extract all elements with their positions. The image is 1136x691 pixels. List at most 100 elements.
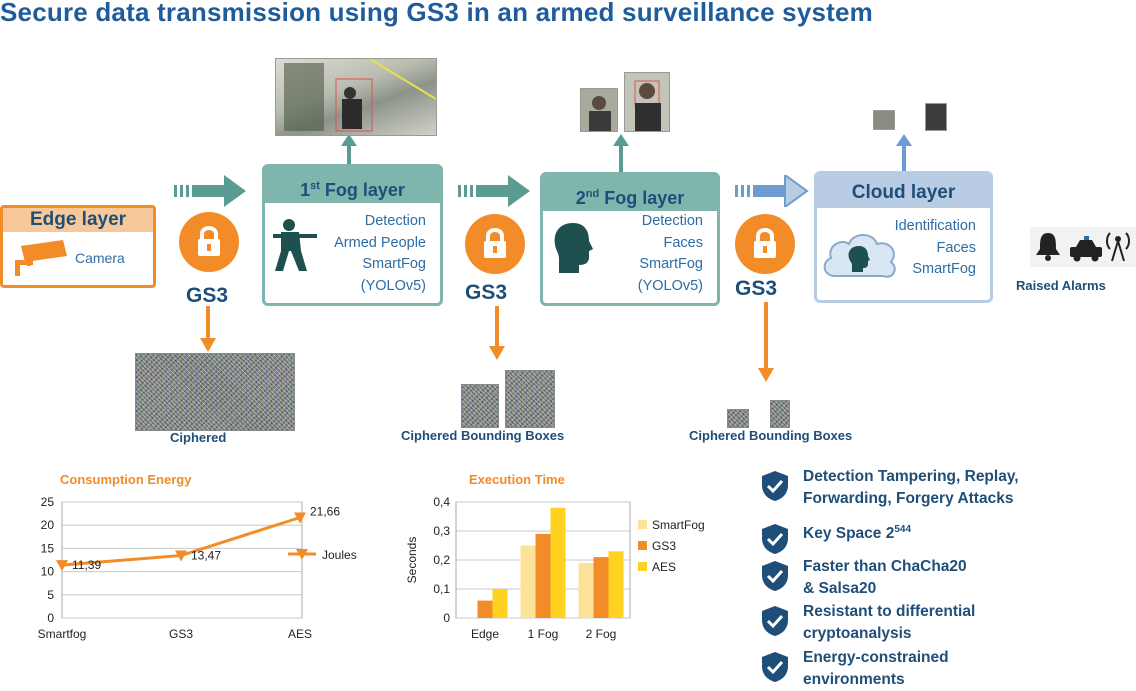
arrow-down-3 (758, 302, 774, 382)
gs3-label-2: GS3 (465, 281, 508, 304)
y-tick-label: 0,3 (433, 524, 450, 538)
edge-layer-box: Edge layer Camera (0, 205, 156, 288)
ciphered-boxes-caption-2: Ciphered Bounding Boxes (689, 428, 853, 443)
x-tick-label: Edge (471, 627, 499, 641)
x-tick-label: 1 Fog (528, 627, 559, 641)
feature-text: Faster than ChaCha20 & Salsa20 (803, 556, 967, 600)
y-tick-label: 15 (41, 541, 55, 555)
face-crop-photo-2 (624, 72, 670, 132)
ciphered-box-4 (770, 400, 790, 428)
arrow-up-cloud (896, 134, 912, 171)
plot-area (61, 501, 303, 619)
arrow-down-2 (489, 306, 505, 360)
bar (550, 507, 566, 618)
feature-line: Forwarding, Forgery Attacks (803, 490, 1014, 507)
feature-line: environments (803, 671, 905, 688)
y-tick-label: 0,4 (433, 495, 450, 509)
shield-check-icon (762, 561, 788, 591)
feature-text: Key Space 2544 (803, 519, 911, 545)
data-label: 13,47 (191, 548, 221, 562)
feature-line: cryptoanalysis (803, 625, 912, 642)
data-point (175, 550, 187, 562)
bar (492, 589, 508, 618)
bar (608, 551, 624, 618)
legend-swatch (638, 520, 647, 529)
x-tick-label: GS3 (169, 627, 193, 641)
shield-check-icon (762, 471, 788, 501)
y-tick-label: 20 (41, 518, 55, 532)
ciphered-box-3 (727, 409, 749, 428)
face-crop-photo-3 (873, 110, 895, 130)
feature-exponent: 544 (894, 524, 912, 535)
lock-icon (465, 214, 525, 274)
arrow-fog2-to-cloud (735, 175, 809, 207)
arrow-down-1 (200, 306, 216, 352)
feature-line: Resistant to differential (803, 603, 976, 620)
y-tick-label: 25 (41, 495, 55, 509)
lock-icon (735, 214, 795, 274)
feature-line: Detection Tampering, Replay, (803, 468, 1019, 485)
feature-line: Energy-constrained (803, 649, 949, 666)
arrow-fog1-to-fog2 (458, 175, 530, 207)
face-crop-photo-1 (580, 88, 618, 132)
camera-label: Camera (75, 250, 125, 266)
data-label: 21,66 (310, 504, 340, 518)
feature-line: Faster than ChaCha20 (803, 558, 967, 575)
feature-text: Detection Tampering, Replay, Forwarding, … (803, 466, 1019, 510)
surveillance-frame-photo (275, 58, 437, 136)
arrow-edge-to-fog1 (174, 175, 246, 207)
y-tick-label: 0,2 (433, 553, 450, 567)
y-tick-label: 0 (47, 611, 54, 625)
energy-chart-title: Consumption Energy (60, 472, 192, 487)
legend-swatch (638, 541, 647, 550)
cloud-layer-title: Cloud layer (817, 174, 990, 208)
antenna-icon (1106, 232, 1130, 262)
ciphered-box-2 (505, 370, 555, 428)
data-label: 11,39 (72, 558, 101, 572)
legend-swatch (638, 562, 647, 571)
feature-line: & Salsa20 (803, 580, 877, 597)
shield-check-icon (762, 652, 788, 682)
arrow-up-fog2 (613, 134, 629, 172)
ciphered-boxes-caption-1: Ciphered Bounding Boxes (401, 428, 565, 443)
x-tick-label: 2 Fog (586, 627, 617, 641)
bar (535, 533, 551, 618)
arrow-up-fog1 (341, 134, 357, 164)
face-crop-photo-4 (925, 103, 947, 131)
edge-layer-title: Edge layer (3, 208, 153, 232)
page-title: Secure data transmission using GS3 in an… (0, 0, 873, 27)
legend-label: AES (652, 560, 676, 574)
y-axis-label: Seconds (405, 537, 419, 584)
alarm-icons (1030, 227, 1136, 267)
legend-label: GS3 (652, 539, 676, 553)
bar (477, 600, 493, 618)
bar (520, 545, 536, 618)
gs3-label-1: GS3 (186, 284, 229, 307)
camera-icon (15, 240, 67, 276)
bell-icon (1036, 233, 1060, 261)
cloud-icon (823, 234, 896, 278)
y-tick-label: 10 (41, 565, 55, 579)
armed-person-icon (273, 219, 317, 271)
data-point (56, 560, 68, 572)
feature-text: Resistant to differential cryptoanalysis (803, 601, 975, 645)
legend-label: Joules (322, 548, 357, 562)
legend-marker (296, 549, 308, 560)
ciphered-box-1 (461, 384, 499, 428)
feature-line: Key Space 2 (803, 525, 895, 543)
shield-check-icon (762, 524, 788, 554)
raised-alarms-label: Raised Alarms (1016, 278, 1106, 293)
y-tick-label: 0,1 (433, 582, 450, 596)
gs3-label-3: GS3 (735, 277, 778, 300)
legend-label: SmartFog (652, 518, 705, 532)
bar (593, 557, 609, 618)
head-icon (554, 223, 593, 273)
x-tick-label: AES (288, 627, 312, 641)
